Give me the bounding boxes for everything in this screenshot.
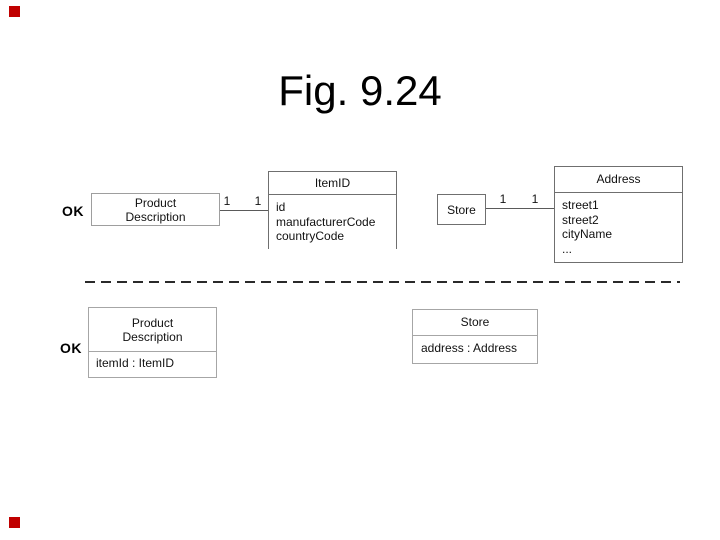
class-box-store-bottom: Store address : Address (412, 309, 538, 364)
attribute-row: countryCode (276, 229, 345, 243)
attribute-list: street1 street2 cityName ... (555, 193, 682, 262)
red-corner-marker-top (9, 6, 20, 17)
class-box-address: Address street1 street2 cityName ... (554, 166, 683, 263)
class-box-itemid: ItemID id manufacturerCode countryCode (268, 171, 397, 249)
class-title-line: Product (134, 195, 177, 210)
multiplicity-label: 1 (531, 192, 539, 206)
class-title-line: Description (125, 209, 186, 224)
attribute-row: manufacturerCode (276, 214, 376, 229)
attribute-row: ... (562, 241, 573, 256)
association-line-productdescription-itemid (220, 210, 268, 211)
multiplicity-label: 1 (223, 194, 231, 208)
figure-title: Fig. 9.24 (278, 67, 442, 114)
association-line-store-address (486, 208, 554, 209)
dashed-divider-line (85, 281, 680, 283)
attribute-row: street1 (562, 198, 599, 212)
attribute-list: id manufacturerCode countryCode (269, 195, 396, 249)
class-box-product-description-bottom: Product Description itemId : ItemID (88, 307, 217, 378)
attribute-row: street2 (562, 212, 599, 227)
class-title: Store (447, 202, 476, 217)
attribute-row: address : Address (421, 341, 518, 355)
class-title-line: Description (122, 330, 183, 344)
attribute-list: address : Address (413, 336, 537, 363)
attribute-row: cityName (562, 227, 613, 241)
red-corner-marker-bottom (9, 517, 20, 528)
class-title: Product Description (89, 308, 216, 352)
class-title-line: Product (131, 316, 174, 330)
class-title: Address (555, 167, 682, 193)
ok-label-bottom: OK (60, 340, 82, 356)
class-box-product-description-top: Product Description (91, 193, 220, 226)
class-title: ItemID (269, 172, 396, 195)
class-box-store-top: Store (437, 194, 486, 225)
attribute-row: id (276, 200, 286, 214)
attribute-list: itemId : ItemID (89, 352, 216, 377)
multiplicity-label: 1 (254, 194, 262, 208)
class-title: Store (413, 310, 537, 336)
attribute-row: itemId : ItemID (96, 356, 175, 370)
multiplicity-label: 1 (499, 192, 507, 206)
ok-label-top: OK (62, 203, 84, 219)
